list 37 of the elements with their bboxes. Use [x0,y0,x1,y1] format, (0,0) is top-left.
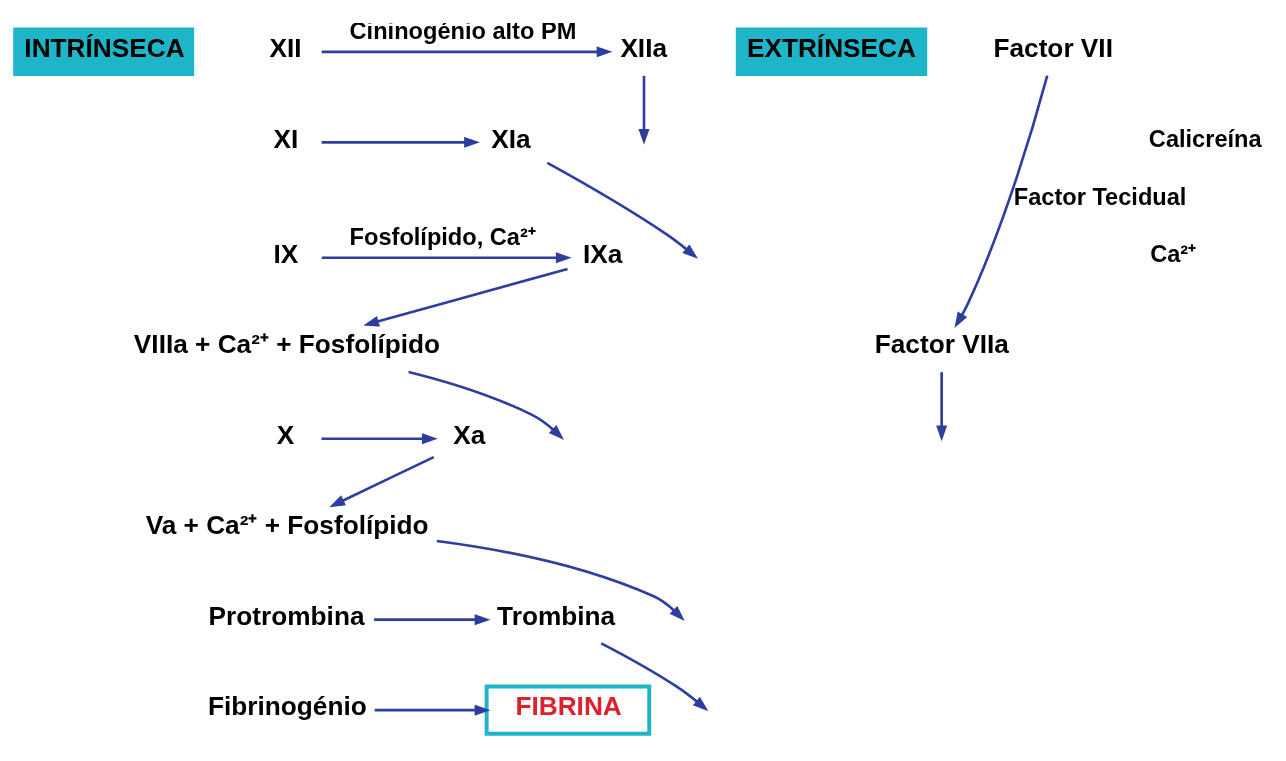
label: Ca²⁺ [1150,240,1197,267]
arrow [936,371,948,441]
arrow [321,136,480,148]
edge-label: Factor Tecidual [1013,182,1187,209]
arrow [600,641,709,711]
arrow [374,704,491,716]
node-text: Va + Ca²⁺ + Fosfolípido [145,509,429,540]
node-text: Trombina [497,600,616,631]
node-box: INTRÍNSECA [13,27,195,76]
edge-label: Fosfolípido, Ca²⁺ [349,223,536,250]
arrow [321,432,438,444]
arrow [408,370,565,440]
node-text: Protrombina [208,600,365,631]
node-text: IXa [583,238,623,269]
arrow [954,74,1049,328]
arrow [638,75,650,145]
arrow [546,161,699,259]
arrow [321,45,613,57]
node-text: X [276,419,295,450]
node-box: FIBRINA [484,684,652,736]
node-text: XIa [491,123,531,154]
node-text: XII [269,32,302,63]
node-text: Factor VIIa [874,328,1009,359]
arrow [374,613,491,625]
node-text: VIIIa + Ca²⁺ + Fosfolípido [133,328,441,359]
node-text: XI [273,123,299,154]
node-text: Factor VII [993,32,1113,63]
arrow [329,455,435,507]
arrow [321,251,572,263]
arrow [363,267,568,327]
node-box: EXTRÍNSECA [735,27,928,76]
node-text: IX [273,238,299,269]
node-text: XIIa [620,32,668,63]
label: Calicreína [1148,125,1262,152]
node-text: Fibrinogénio [207,690,367,721]
node-text: Xa [453,419,486,450]
arrow [436,539,685,621]
